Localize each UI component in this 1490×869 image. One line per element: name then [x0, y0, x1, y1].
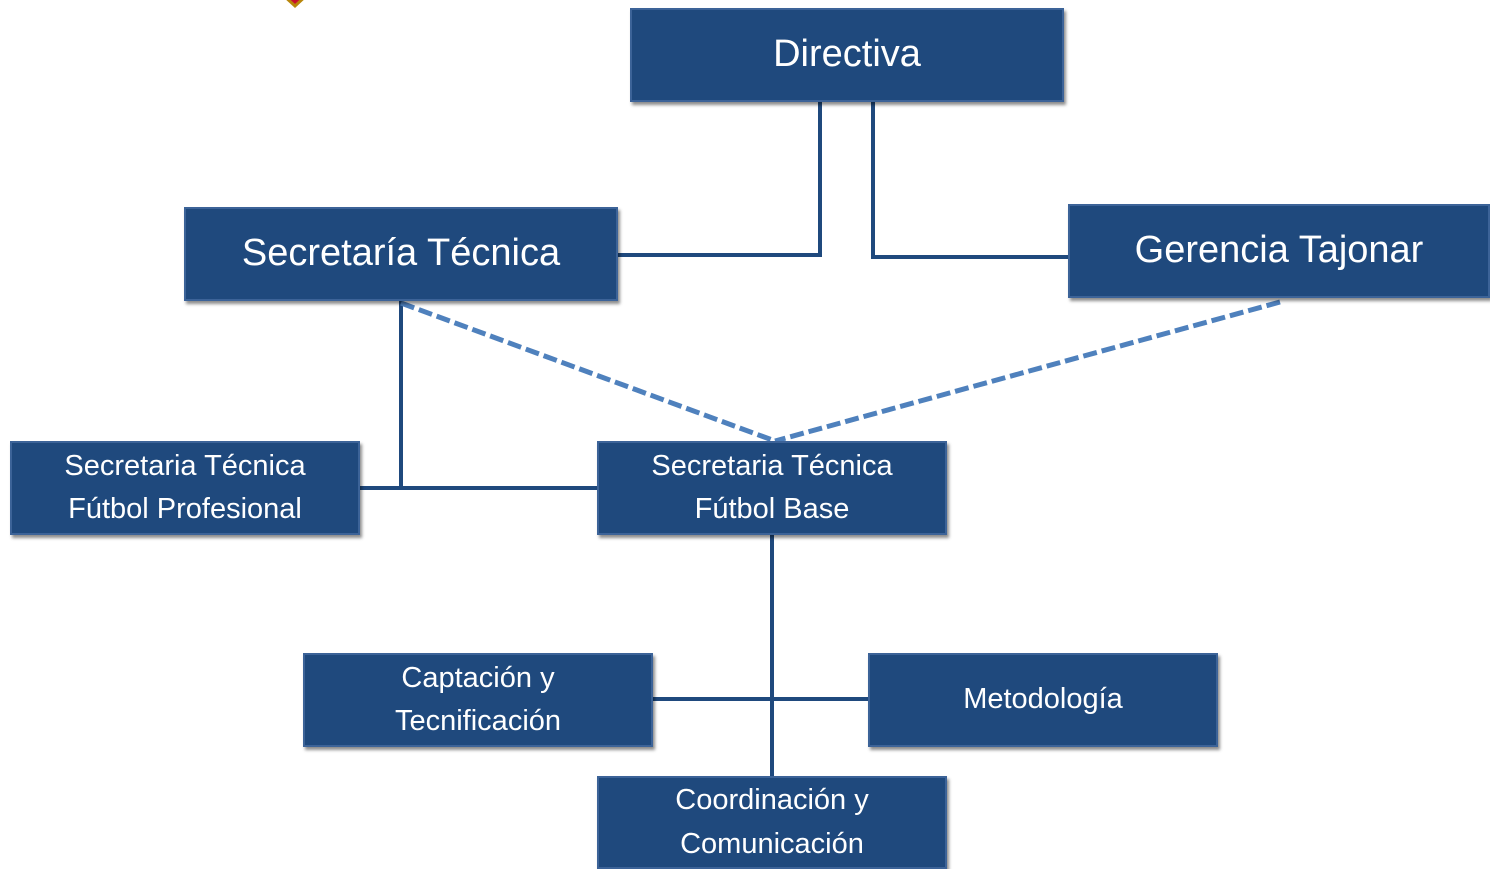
node-st-futbol-profesional: Secretaria Técnica Fútbol Profesional — [10, 441, 360, 535]
dashed-line-secretaria-tecnica-base — [400, 300, 776, 444]
node-metodologia: Metodología — [868, 653, 1218, 747]
line-directiva-gerencia-tajonar — [871, 100, 1070, 259]
node-coordinacion-comunicacion: Coordinación y Comunicación — [597, 776, 947, 869]
node-gerencia-tajonar: Gerencia Tajonar — [1068, 204, 1490, 298]
line-directiva-secretaria-tecnica — [616, 100, 822, 257]
club-crest-icon — [286, 0, 304, 9]
line-secretaria-tecnica-profesional — [357, 300, 403, 490]
node-st-futbol-base: Secretaria Técnica Fútbol Base — [597, 441, 947, 535]
dashed-line-gerencia-tajonar-base — [774, 299, 1281, 444]
node-directiva: Directiva — [630, 8, 1064, 102]
node-secretaria-tecnica: Secretaría Técnica — [184, 207, 618, 301]
node-captacion-tecnificacion: Captación y Tecnificación — [303, 653, 653, 747]
